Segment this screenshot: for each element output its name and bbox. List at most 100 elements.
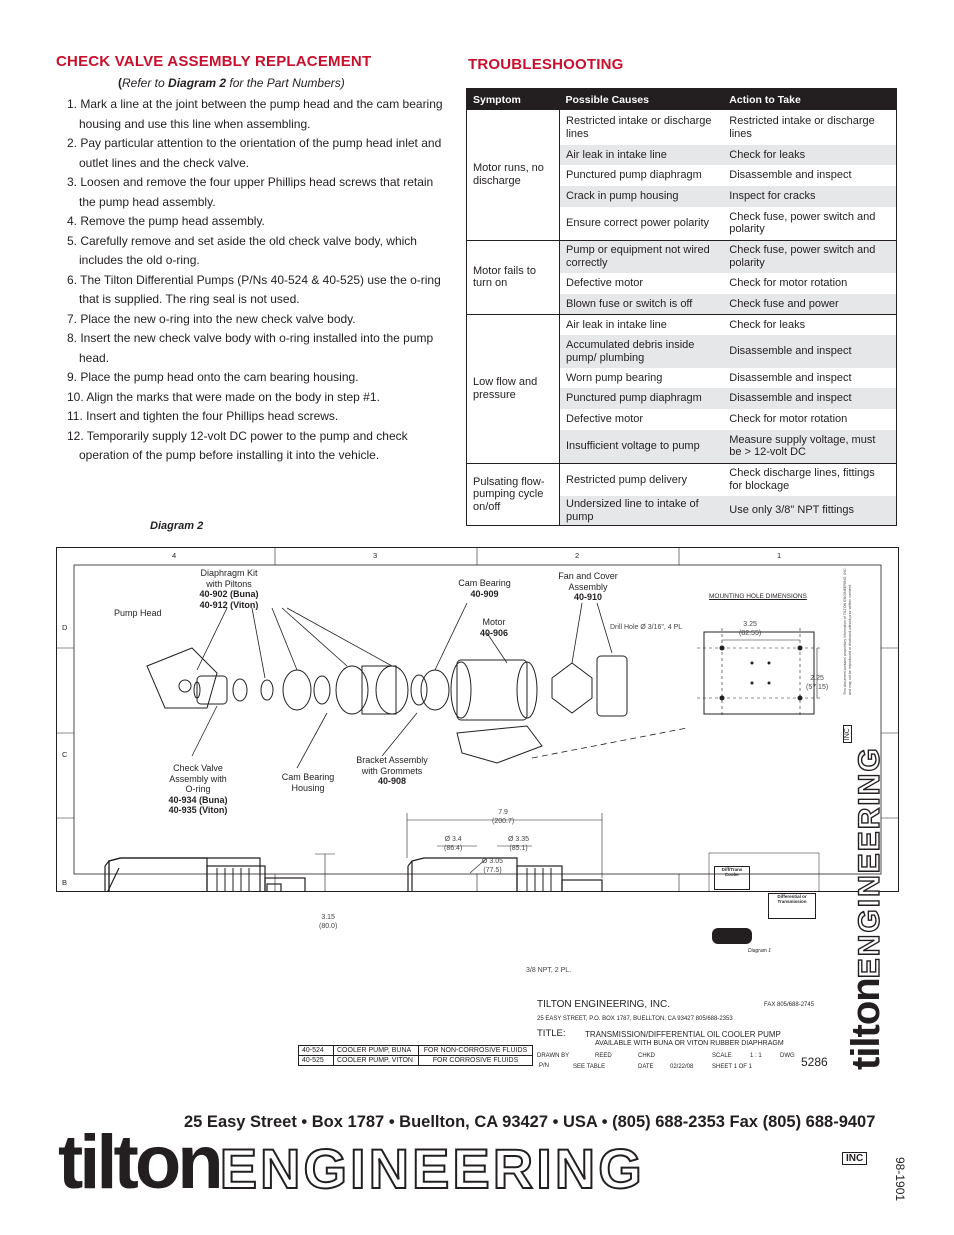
- cause-cell: Crack in pump housing: [559, 186, 724, 207]
- cause-cell: Punctured pump diaphragm: [566, 169, 702, 182]
- dim-line: 2.25: [810, 675, 824, 682]
- diff-trans-cooler: Diff/Trans Cooler: [714, 866, 750, 890]
- diaphragm-kit-label: Diaphragm Kit with Piltons 40-902 (Buna)…: [183, 568, 275, 610]
- zone-label: 3: [373, 551, 378, 560]
- action-cell: Check for leaks: [729, 318, 806, 331]
- action-cell: Check fuse, power switch and polarity: [723, 240, 897, 273]
- action-cell: Inspect for cracks: [723, 186, 897, 207]
- action-cell: Check fuse and power: [723, 294, 897, 314]
- dim-line: (80.0): [319, 923, 338, 930]
- action-cell: Disassemble and inspect: [729, 371, 852, 384]
- label-line: Cam Bearing: [458, 578, 511, 588]
- label-line: 40-910: [573, 592, 603, 602]
- step-item: 9. Place the pump head onto the cam bear…: [67, 370, 359, 384]
- label-line: with Grommets: [361, 765, 423, 776]
- action-cell: Measure supply voltage, must be > 12-vol…: [723, 430, 897, 463]
- dim-line: (85.1): [509, 845, 528, 852]
- vertical-logo-a: tilton: [844, 978, 886, 1070]
- label-line: 40-902 (Buna): [199, 589, 259, 599]
- diff-or-trans: Differential or Transmission: [768, 893, 816, 919]
- dim-line: Ø 3.35: [508, 836, 530, 843]
- tb-dwg-no: 5286: [801, 1055, 828, 1069]
- action-cell: Check for motor rotation: [729, 413, 848, 426]
- footer-address: 25 Easy Street • Box 1787 • Buellton, CA…: [184, 1113, 876, 1131]
- dim-label: 3.15(80.0): [319, 913, 337, 931]
- tb-scale: SCALE: [712, 1053, 732, 1059]
- tb-title-label: TITLE:: [537, 1028, 566, 1039]
- engineering-drawing: 4 3 2 1 D C B: [56, 547, 899, 892]
- label-line: 40-906: [479, 627, 509, 638]
- tb-fax: FAX 805/688-2745: [764, 1002, 815, 1008]
- vertical-logo: tiltonENGINEERINGINC: [842, 700, 886, 1072]
- vertical-logo-b: ENGINEERING: [852, 746, 886, 979]
- zone-label: 2: [575, 551, 580, 560]
- check-valve-steps: 1. Mark a line at the joint between the …: [62, 95, 446, 466]
- cause-cell: Ensure correct power polarity: [566, 217, 710, 229]
- cause-cell: Punctured pump diaphragm: [559, 388, 724, 409]
- cause-cell: Accumulated debris inside pump/ plumbing: [559, 335, 724, 368]
- action-cell: Check for leaks: [723, 145, 897, 165]
- drill-hole-label: Drill Hole Ø 3/16", 4 PL: [610, 624, 683, 631]
- action-cell: Restricted intake or discharge lines: [729, 115, 875, 140]
- tb-sheet: SHEET 1 OF 1: [712, 1064, 752, 1070]
- motor-label: Motor 40-906: [474, 617, 514, 638]
- vertical-logo-inc: INC: [843, 725, 852, 744]
- check-valve-label: Check Valve Assembly with O-ring 40-934 …: [158, 763, 238, 816]
- symptom-cell: Motor fails to turn on: [466, 240, 560, 314]
- part-use: FOR NON-CORROSIVE FLUIDS: [418, 1045, 533, 1056]
- label-line: Motor: [482, 617, 506, 627]
- cam-housing-label: Cam Bearing Housing: [270, 772, 346, 793]
- diagram-caption: Diagram 2: [150, 520, 204, 532]
- part-desc: COOLER PUMP, VITON: [333, 1055, 419, 1066]
- col-header: Possible Causes: [559, 88, 724, 110]
- tb-drawn-name: REED: [595, 1053, 612, 1059]
- cause-cell: Defective motor: [566, 277, 644, 290]
- label-line: Housing: [291, 782, 325, 793]
- label-line: Check Valve: [173, 763, 223, 773]
- refer-b: Diagram 2: [168, 76, 227, 90]
- label-line: Cam Bearing: [281, 772, 335, 782]
- zone-label: D: [62, 623, 68, 632]
- zone-label: 1: [777, 551, 782, 560]
- table-row: 40-524 COOLER PUMP, BUNA FOR NON-CORROSI…: [298, 1045, 533, 1056]
- step-item: 4. Remove the pump head assembly.: [67, 214, 265, 228]
- cause-cell: Restricted pump delivery: [566, 473, 688, 486]
- cause-cell: Restricted intake or discharge lines: [566, 115, 712, 140]
- pump-icon: [712, 928, 752, 944]
- step-item: 11. Insert and tighten the four Phillips…: [67, 409, 339, 423]
- refer-c: for the Part Numbers): [226, 76, 345, 90]
- label-line: Fan and Cover: [558, 571, 618, 581]
- dim-line: Ø 3.05: [482, 858, 504, 865]
- step-item: 12. Temporarily supply 12-volt DC power …: [67, 428, 408, 463]
- mount-title: MOUNTING HOLE DIMENSIONS: [709, 593, 807, 600]
- action-cell: Use only 3/8" NPT fittings: [723, 496, 897, 526]
- tb-company: TILTON ENGINEERING, INC.: [537, 999, 670, 1010]
- tb-chkd: CHKD: [638, 1053, 656, 1059]
- step-item: 1. Mark a line at the joint between the …: [67, 97, 443, 131]
- dim-line: (77.5): [483, 867, 502, 874]
- zone-label: B: [62, 878, 68, 887]
- step-item: 5. Carefully remove and set aside the ol…: [67, 233, 417, 268]
- refer-a: Refer to: [122, 76, 169, 90]
- label-line: 40-908: [377, 776, 407, 786]
- tb-see-table: SEE TABLE: [573, 1064, 606, 1070]
- dim-line: (57.15): [806, 684, 829, 691]
- cause-cell: Undersized line to intake of pump: [559, 496, 724, 526]
- inset-caption: Diagram 1: [748, 948, 772, 954]
- part-desc: COOLER PUMP, BUNA: [333, 1045, 419, 1056]
- dim-line: Ø 3.4: [444, 836, 462, 843]
- vertical-logo-inner: tiltonENGINEERINGINC: [843, 700, 886, 1070]
- tb-title-2: AVAILABLE WITH BUNA OR VITON RUBBER DIAP…: [595, 1040, 784, 1047]
- part-no: 40-525: [298, 1055, 334, 1066]
- symptom-cell: Motor runs, no discharge: [466, 110, 560, 240]
- check-valve-heading: CHECK VALVE ASSEMBLY REPLACEMENT: [56, 53, 372, 70]
- step-item: 2. Pay particular attention to the orien…: [67, 136, 442, 170]
- tb-date: DATE: [638, 1064, 654, 1070]
- cause-cell: Air leak in intake line: [559, 145, 724, 165]
- symptom-cell: Pulsating flow-pumping cycle on/off: [466, 463, 560, 526]
- label-line: 40-909: [470, 588, 499, 599]
- col-header: Symptom: [466, 88, 560, 110]
- dim-label: 7.9(200.7): [492, 808, 514, 826]
- dim-label: 2.25 (57.15): [806, 674, 828, 692]
- label-line: 40-934 (Buna): [168, 794, 228, 805]
